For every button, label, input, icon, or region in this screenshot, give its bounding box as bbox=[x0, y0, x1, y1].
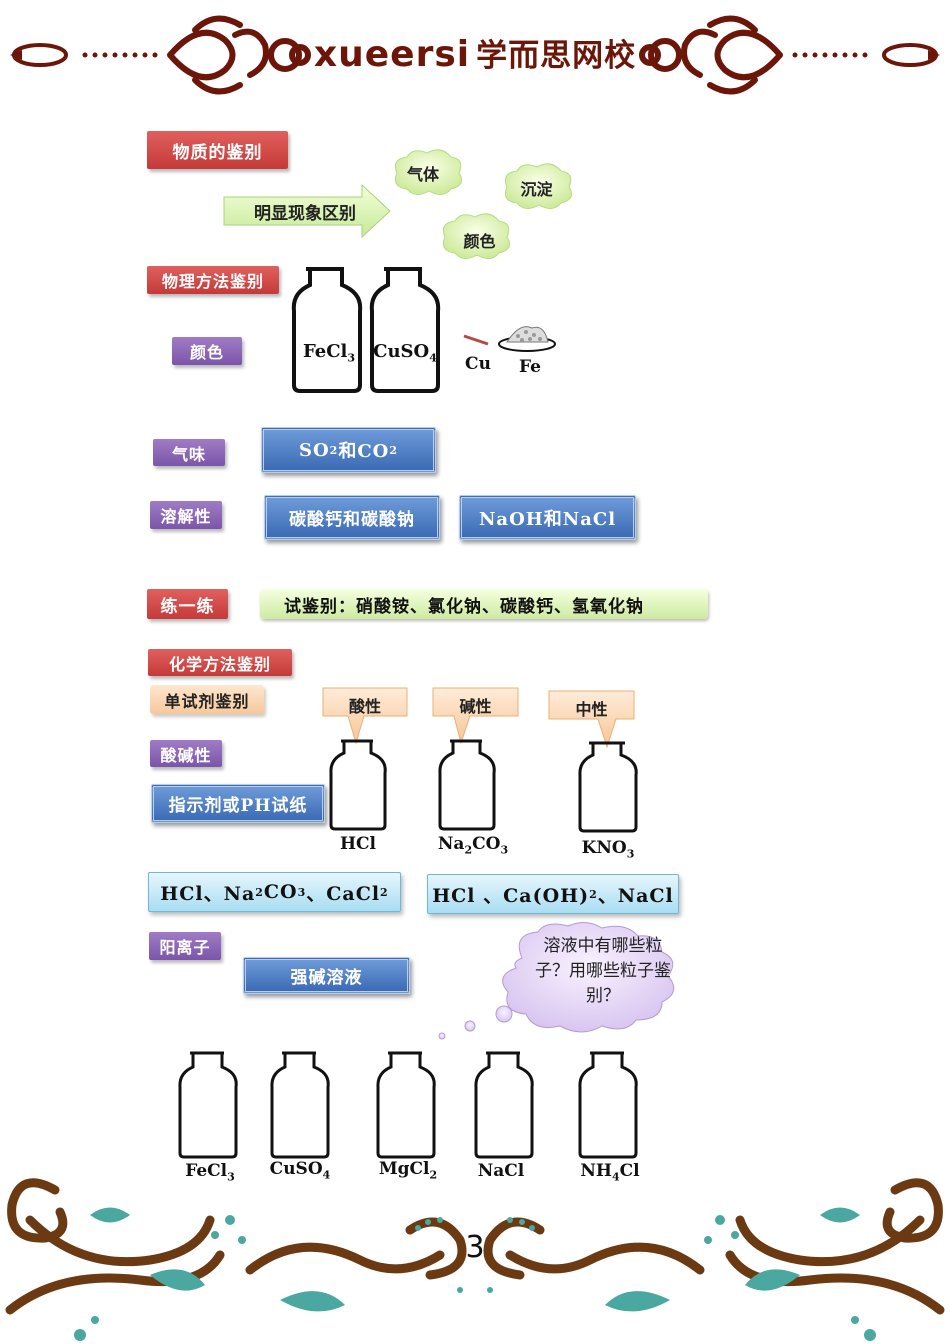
callout-acid-label: 酸性 bbox=[348, 697, 381, 716]
cloud-color-label: 颜色 bbox=[463, 232, 496, 251]
smell-label: 气味 bbox=[153, 439, 225, 466]
thought-bubble-text: 溶液中有哪些粒子？用哪些粒子鉴别？ bbox=[535, 936, 671, 1006]
bottle-kno3 bbox=[578, 741, 638, 833]
page-number: 3 bbox=[465, 1230, 485, 1265]
color-label: 颜色 bbox=[172, 337, 242, 365]
indicator-box: 指示剂或PH试纸 bbox=[151, 784, 325, 823]
cloud-precipitate bbox=[504, 163, 573, 209]
bottle-bottom-nacl bbox=[474, 1051, 534, 1159]
strong-base-box: 强碱溶液 bbox=[243, 957, 410, 994]
bottle-hcl bbox=[329, 739, 387, 831]
bottle-kno3-label: KNO3 bbox=[581, 838, 635, 861]
acid-base-label: 酸碱性 bbox=[150, 740, 222, 767]
cu-label: Cu bbox=[465, 354, 491, 374]
bottom-bottle-nacl-label: NaCl bbox=[477, 1161, 525, 1181]
solubility-box-carbonates: 碳酸钙和碳酸钠 bbox=[264, 495, 440, 540]
callout-base bbox=[432, 687, 519, 745]
single-reagent-label: 单试剂鉴别 bbox=[150, 685, 264, 714]
practice-task: 试鉴别：硝酸铵、氯化钠、碳酸钙、氢氧化钠 bbox=[260, 589, 708, 619]
bottle-na2co3 bbox=[438, 739, 496, 831]
bottle-cuso4-label: CuSO4 bbox=[373, 341, 437, 365]
callout-base-label: 碱性 bbox=[459, 697, 492, 716]
bottle-fecl3 bbox=[291, 267, 363, 393]
cation-label: 阳离子 bbox=[149, 932, 221, 960]
bottom-bottle-mgcl2-label: MgCl2 bbox=[378, 1159, 438, 1182]
solubility-box-naoh-nacl: NaOH和NaCl bbox=[459, 495, 636, 540]
fe-label: Fe bbox=[519, 357, 541, 377]
arrow-label: 明显现象区别 bbox=[254, 204, 356, 224]
footer-ornament bbox=[5, 1178, 945, 1341]
bottle-bottom-nh4cl bbox=[578, 1051, 638, 1159]
bottle-fecl3-label: FeCl3 bbox=[302, 341, 356, 365]
bottom-bottle-cuso4-label: CuSO4 bbox=[269, 1159, 331, 1182]
arrow-graphic bbox=[223, 183, 391, 239]
bottles-fecl3-cuso4 bbox=[291, 267, 441, 393]
callout-acid bbox=[322, 687, 408, 745]
bottle-bottom-mgcl2 bbox=[376, 1051, 436, 1159]
callout-neutral-label: 中性 bbox=[575, 700, 608, 719]
bottom-bottle-fecl3-label: FeCl3 bbox=[185, 1161, 235, 1184]
bottom-bottle-nh4cl-label: NH4Cl bbox=[580, 1161, 640, 1184]
cloud-precipitate-label: 沉淀 bbox=[520, 180, 553, 199]
section-substance-identification: 物质的鉴别 bbox=[147, 131, 288, 169]
cation-bottles bbox=[178, 1051, 638, 1159]
chemical-method-title: 化学方法鉴别 bbox=[148, 649, 292, 676]
bottle-bottom-cuso4 bbox=[270, 1051, 330, 1159]
solubility-label: 溶解性 bbox=[150, 501, 222, 529]
cloud-gas bbox=[394, 149, 463, 195]
bottle-na2co3-label: Na2CO3 bbox=[437, 834, 509, 857]
practice-label: 练一练 bbox=[147, 589, 228, 619]
bottle-cuso4 bbox=[369, 267, 441, 393]
cloud-gas-label: 气体 bbox=[406, 165, 439, 184]
cloud-color bbox=[442, 213, 511, 259]
bottle-hcl-label: HCl bbox=[339, 834, 377, 854]
acid-base-bottles bbox=[329, 739, 638, 833]
cloud-group bbox=[394, 149, 573, 259]
compounds-box-2: HCl 、Ca(OH)2、NaCl bbox=[427, 874, 679, 914]
callout-group bbox=[322, 687, 635, 749]
callout-neutral bbox=[548, 690, 635, 749]
cu-wire bbox=[463, 334, 489, 346]
bottle-bottom-fecl3 bbox=[178, 1051, 238, 1159]
cu-fe-samples bbox=[463, 326, 556, 352]
physical-method-title: 物理方法鉴别 bbox=[147, 266, 279, 294]
header-ornament bbox=[10, 15, 940, 95]
thought-bubble bbox=[438, 922, 675, 1040]
